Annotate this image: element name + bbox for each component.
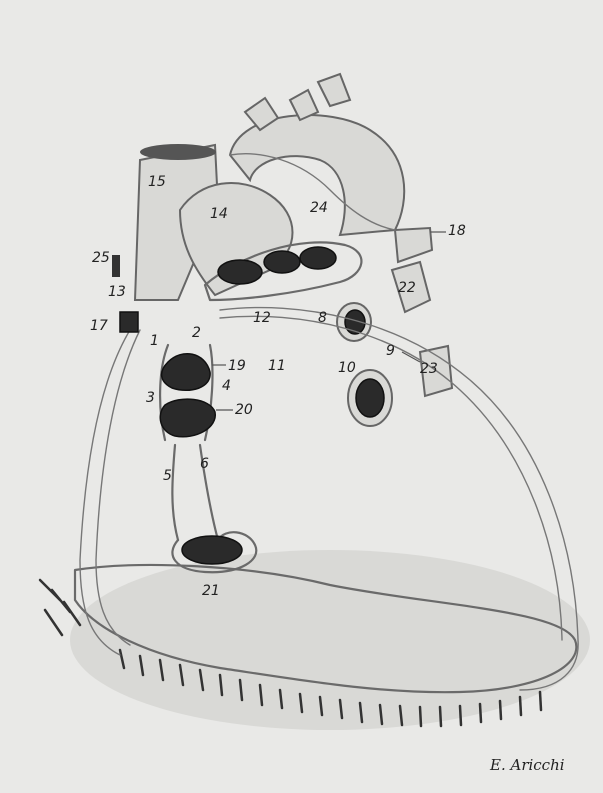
label-17: 17: [90, 318, 108, 334]
pulmonary-vein-opening-1: [218, 260, 262, 284]
artist-signature: E. Aricchi: [489, 756, 565, 774]
diaphragm-shadow: [70, 550, 590, 730]
pulmonary-vein-opening-2: [264, 251, 300, 273]
label-19: 19: [228, 358, 246, 374]
label-18: 18: [448, 223, 466, 239]
label-4: 4: [222, 378, 231, 394]
label-9: 9: [386, 343, 395, 359]
label-12: 12: [253, 310, 271, 326]
svc-opening: [140, 144, 216, 160]
marker-25: [112, 255, 120, 277]
marker-17: [120, 312, 138, 332]
label-25: 25: [92, 250, 110, 266]
label-10: 10: [338, 360, 356, 376]
label-2: 2: [192, 325, 201, 341]
label-5: 5: [163, 468, 172, 484]
label-6: 6: [200, 456, 209, 472]
label-13: 13: [108, 284, 126, 300]
label-24: 24: [310, 200, 328, 216]
label-23: 23: [420, 361, 438, 377]
label-20: 20: [235, 402, 253, 418]
label-11: 11: [268, 358, 286, 374]
label-21: 21: [202, 583, 220, 599]
label-14: 14: [210, 206, 228, 222]
label-15: 15: [148, 174, 166, 190]
label-1: 1: [150, 333, 159, 349]
pulmonary-vein-opening-3: [300, 247, 336, 269]
label-3: 3: [146, 390, 155, 406]
label-8: 8: [318, 310, 327, 326]
label-22: 22: [398, 280, 416, 296]
coronary-sinus-10-lumen: [356, 379, 384, 417]
node-21: [182, 536, 242, 564]
